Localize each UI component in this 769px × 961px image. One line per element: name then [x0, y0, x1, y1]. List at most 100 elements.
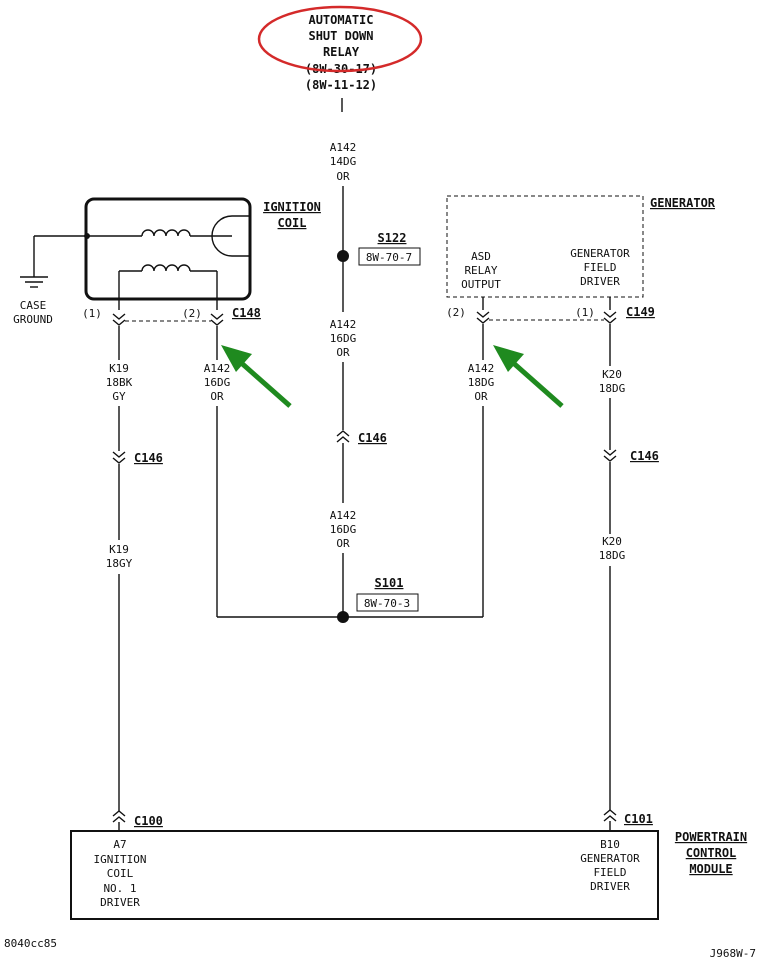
coil-a142-gauge: 16DG [204, 376, 231, 389]
wire-top-or: OR [336, 170, 350, 183]
green-arrow-left [221, 345, 292, 408]
k19-top-code: K19 [109, 362, 129, 375]
green-arrow-right [493, 345, 564, 408]
k20-bottom-code: K20 [602, 535, 622, 548]
generator-title: GENERATOR [650, 196, 716, 210]
wire-mid2-or: OR [336, 537, 350, 550]
pcm-right1: B10 [600, 838, 620, 851]
k20-top-code: K20 [602, 368, 622, 381]
c148-pin2: (2) [182, 307, 202, 320]
pcm-right-pin-label: B10 GENERATOR FIELD DRIVER [580, 838, 640, 893]
footer-right-code: J968W-7 [710, 947, 756, 960]
case-ground-line2: GROUND [13, 313, 53, 326]
k19-top-gauge: 18BK [106, 376, 133, 389]
c149-pin1: (1) [575, 306, 595, 319]
footer-left-code: 8040cc85 [4, 937, 57, 950]
c146-right-label: C146 [630, 449, 659, 463]
coil-core-arc [211, 215, 233, 257]
generator-box [446, 195, 644, 298]
coil-secondary-winding [141, 264, 191, 272]
gen-asd-line1: ASD [471, 250, 491, 263]
case-ground-line1: CASE [20, 299, 47, 312]
pcm-left-pin-label: A7 IGNITION COIL NO. 1 DRIVER [94, 838, 147, 909]
c101-label: C101 [624, 812, 653, 826]
c148-label: C148 [232, 306, 261, 320]
splice-s122-dot [337, 250, 349, 262]
c100-label: C100 [134, 814, 163, 828]
pcm-title2: CONTROL [686, 846, 737, 860]
c149-pin1-symbol [603, 311, 617, 324]
asd-relay-label: AUTOMATIC SHUT DOWN RELAY (8W-30-17) (8W… [305, 13, 377, 92]
k20-top-gauge: 18DG [599, 382, 626, 395]
wire-mid1-code: A142 [330, 318, 357, 331]
wire-mid1-or: OR [336, 346, 350, 359]
pcm-right2: GENERATOR [580, 852, 640, 865]
asd-relay-ref2: (8W-11-12) [305, 78, 377, 92]
splice-s101-name: S101 [375, 576, 404, 590]
gen-asd-line2: RELAY [464, 264, 497, 277]
pcm-title1: POWERTRAIN [675, 830, 747, 844]
wire-k20-bottom-label: K20 18DG [599, 535, 626, 562]
wire-coil-a142-label: A142 16DG OR [204, 362, 231, 403]
ignition-coil-line1: IGNITION [263, 200, 321, 214]
c146-left-symbol [112, 451, 126, 464]
ignition-coil-box [84, 197, 252, 301]
c148-pin2-symbol [210, 313, 224, 326]
wire-top-code: A142 [330, 141, 357, 154]
asd-relay-line2: SHUT DOWN [308, 29, 373, 43]
splice-s101-ref: 8W-70-3 [364, 597, 410, 610]
splice-s122-name: S122 [378, 231, 407, 245]
k19-bottom-gauge: 18GY [106, 557, 133, 570]
wire-top-label: A142 14DG OR [330, 141, 357, 183]
c146-center-label: C146 [358, 431, 387, 445]
ground-icon [20, 276, 48, 288]
c101-symbol [603, 809, 617, 822]
gen-a142-or: OR [474, 390, 488, 403]
pcm-left2: IGNITION [94, 853, 147, 866]
k19-bottom-code: K19 [109, 543, 129, 556]
pcm-left3: COIL [107, 867, 134, 880]
wire-k19-top-label: K19 18BK GY [106, 362, 133, 403]
k19-top-color: GY [112, 390, 126, 403]
c100-symbol [112, 810, 126, 823]
ignition-coil-line2: COIL [278, 216, 307, 230]
pcm-box [70, 830, 659, 920]
wire-top-gauge: 14DG [330, 155, 357, 168]
c146-right-symbol [603, 449, 617, 462]
pcm-left1: A7 [113, 838, 126, 851]
wire-k20-top-label: K20 18DG [599, 368, 626, 395]
wire-mid1-gauge: 16DG [330, 332, 357, 345]
splice-s122-ref: 8W-70-7 [366, 251, 412, 264]
wire-k19-bottom-label: K19 18GY [106, 543, 133, 570]
coil-primary-winding [141, 229, 191, 237]
pcm-right3: FIELD [593, 866, 626, 879]
asd-relay-ref1: (8W-30-17) [305, 62, 377, 76]
c149-pin2: (2) [446, 306, 466, 319]
c149-pin2-symbol [476, 311, 490, 324]
gen-asd-line3: OUTPUT [461, 278, 501, 291]
wire-mid1-label: A142 16DG OR [330, 318, 357, 359]
coil-a142-or: OR [210, 390, 224, 403]
gen-fd-line3: DRIVER [580, 275, 620, 288]
k20-bottom-gauge: 18DG [599, 549, 626, 562]
gen-fd-line1: GENERATOR [570, 247, 630, 260]
asd-relay-line3: RELAY [323, 45, 360, 59]
c146-center-symbol [336, 430, 350, 443]
highlight-oval [257, 5, 423, 73]
gen-a142-gauge: 18DG [468, 376, 495, 389]
wire-gen-a142-label: A142 18DG OR [468, 362, 495, 403]
c148-pin1: (1) [82, 307, 102, 320]
coil-a142-code: A142 [204, 362, 231, 375]
gen-a142-code: A142 [468, 362, 495, 375]
asd-relay-line1: AUTOMATIC [308, 13, 373, 27]
pcm-right4: DRIVER [590, 880, 630, 893]
pcm-left4: NO. 1 [103, 882, 136, 895]
c148-pin1-symbol [112, 313, 126, 326]
wire-mid2-label: A142 16DG OR [330, 509, 357, 550]
c149-label: C149 [626, 305, 655, 319]
splice-s101-refbox [356, 593, 419, 612]
splice-s122-refbox [358, 247, 421, 266]
wire-mid2-code: A142 [330, 509, 357, 522]
c146-left-label: C146 [134, 451, 163, 465]
